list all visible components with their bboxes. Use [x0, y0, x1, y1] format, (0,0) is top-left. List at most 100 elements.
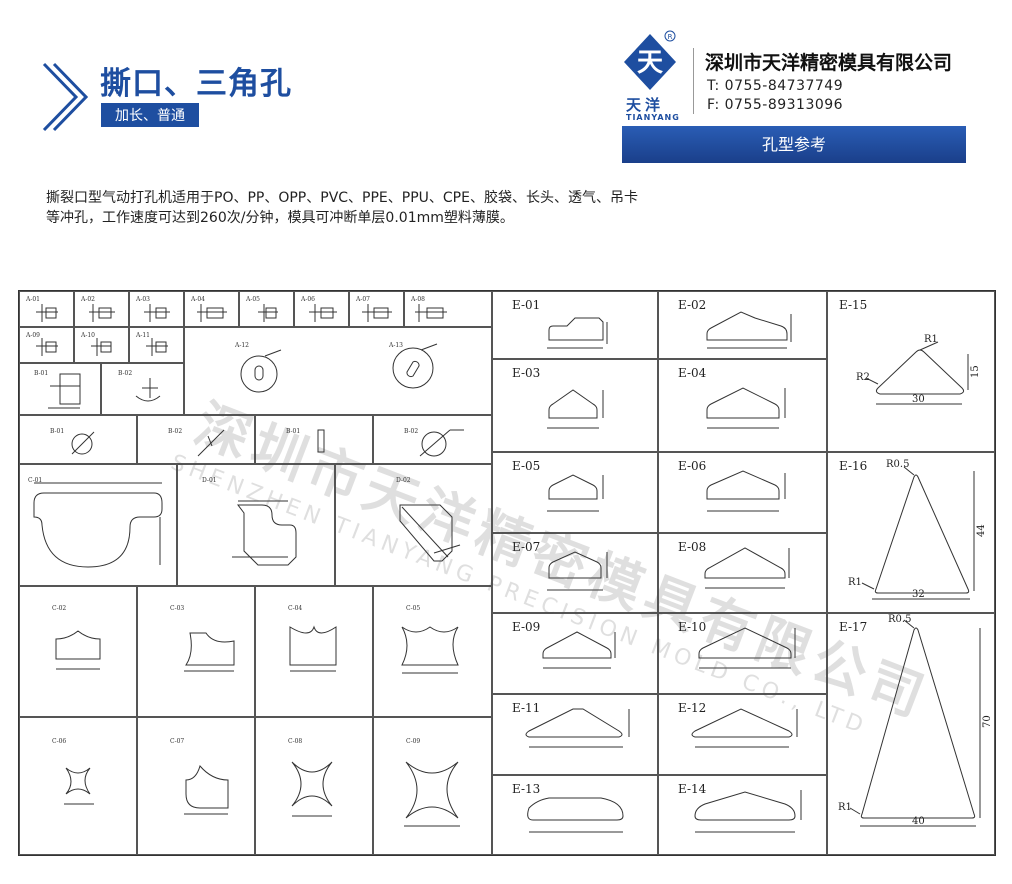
- cell-a-08: A-08: [404, 291, 492, 327]
- b-03-drawing: [71, 431, 95, 455]
- cell-label: E-07: [512, 540, 541, 554]
- e-07-drawing: [547, 551, 608, 591]
- cell-e-10: E-10: [658, 613, 827, 694]
- e-15-r-top: R1: [924, 334, 938, 345]
- e-15-width: 30: [912, 394, 925, 405]
- a-02-drawing: [89, 304, 115, 322]
- cell-label: E-15: [839, 298, 868, 312]
- cell-a-07: A-07: [349, 291, 404, 327]
- cell-label: A-11: [136, 332, 150, 339]
- e-04-drawing: [706, 387, 786, 429]
- cell-e-05: E-05: [492, 452, 658, 533]
- b-05-drawing: [317, 429, 325, 453]
- cell-a-12-13: A-12 A-13: [184, 327, 492, 415]
- e-13-drawing: [527, 797, 624, 833]
- e-02-drawing: [706, 311, 792, 349]
- cell-label: C-07: [170, 738, 185, 745]
- hole-type-sheet: A-01 A-02 A-03 A-04 A-05 A-06 A-07 A-08 …: [18, 290, 996, 856]
- c-07-drawing: [184, 764, 229, 815]
- cell-label: E-08: [678, 540, 707, 554]
- cell-label: C-01: [28, 477, 43, 484]
- cell-e-11: E-11: [492, 694, 658, 775]
- cell-label: A-03: [136, 296, 150, 303]
- cell-label: A-04: [191, 296, 205, 303]
- b-04-drawing: [197, 429, 225, 457]
- cell-b-01: B-01: [19, 363, 101, 415]
- cell-c-08: C-08: [255, 717, 373, 855]
- svg-text:R: R: [668, 33, 673, 41]
- d-02-drawing: [399, 504, 461, 562]
- c-09-drawing: [404, 761, 460, 827]
- fax-number: F: 0755-89313096: [707, 97, 844, 113]
- cell-label: A-06: [301, 296, 315, 303]
- page-title: 撕口、三角孔: [100, 66, 292, 102]
- a-04-drawing: [197, 304, 227, 322]
- cell-label: C-09: [406, 738, 421, 745]
- cell-label: A-09: [26, 332, 40, 339]
- cell-label: B-01: [34, 370, 49, 377]
- cell-a-02: A-02: [74, 291, 129, 327]
- cell-e-13: E-13: [492, 775, 658, 855]
- cell-b-02: B-02: [101, 363, 184, 415]
- cell-label: E-04: [678, 366, 707, 380]
- cell-label: E-02: [678, 298, 707, 312]
- cell-label: C-02: [52, 605, 67, 612]
- cell-label: A-01: [26, 296, 40, 303]
- cell-e-17: E-17 R0.5 R1 70 40: [827, 613, 995, 855]
- cell-e-04: E-04: [658, 359, 827, 452]
- cell-c-03: C-03: [137, 586, 255, 717]
- e-16-r-top: R0.5: [886, 459, 909, 470]
- cell-label: A-10: [81, 332, 95, 339]
- a-03-drawing: [144, 304, 170, 322]
- cell-b-05: B-01: [255, 415, 373, 464]
- cell-e-15: E-15 R1 R2 15 30: [827, 291, 995, 452]
- cell-label: E-10: [678, 620, 707, 634]
- cell-label: D-02: [396, 477, 411, 484]
- cell-b-04: B-02: [137, 415, 255, 464]
- header-divider: [693, 48, 694, 114]
- cell-label: E-03: [512, 366, 541, 380]
- cell-label: D-01: [202, 477, 217, 484]
- cell-label: C-04: [288, 605, 303, 612]
- e-15-height: 15: [970, 365, 981, 378]
- cell-a-06: A-06: [294, 291, 349, 327]
- a-08-drawing: [415, 304, 447, 322]
- cell-e-06: E-06: [658, 452, 827, 533]
- e-16-drawing: R0.5 R1 44 32: [848, 459, 987, 600]
- cell-label: E-06: [678, 459, 707, 473]
- logo-text-cn: 天洋: [626, 96, 665, 114]
- chevron-logo-icon: [42, 62, 88, 132]
- e-15-drawing: R1 R2 15 30: [856, 334, 981, 405]
- cell-label: C-05: [406, 605, 421, 612]
- cell-e-08: E-08: [658, 533, 827, 613]
- cell-label: A-08: [411, 296, 425, 303]
- d-01-drawing: [232, 500, 297, 566]
- a-09-drawing: [36, 338, 58, 356]
- cell-a-01: A-01: [19, 291, 74, 327]
- description-line-2: 等冲孔，工作速度可达到260次/分钟，模具可冲断单层0.01mm塑料薄膜。: [46, 210, 514, 226]
- cell-label: B-02: [118, 370, 133, 377]
- cell-label: B-01: [286, 428, 301, 435]
- cell-label: A-05: [246, 296, 260, 303]
- cell-c-07: C-07: [137, 717, 255, 855]
- c-04-drawing: [289, 625, 337, 672]
- c-03-drawing: [184, 632, 235, 672]
- cell-e-09: E-09: [492, 613, 658, 694]
- a-07-drawing: [362, 304, 392, 322]
- e-01-drawing: [547, 317, 608, 349]
- cell-a-05: A-05: [239, 291, 294, 327]
- c-01-drawing: [33, 482, 163, 568]
- section-bar: 孔型参考: [622, 126, 966, 163]
- cell-c-02: C-02: [19, 586, 137, 717]
- e-17-height: 70: [982, 715, 993, 728]
- cell-label: A-02: [81, 296, 95, 303]
- cell-e-03: E-03: [492, 359, 658, 452]
- cell-label: E-01: [512, 298, 541, 312]
- c-06-drawing: [64, 767, 94, 805]
- a-11-drawing: [146, 338, 168, 356]
- cell-a-11: A-11: [129, 327, 184, 363]
- cell-label: C-08: [288, 738, 303, 745]
- subtitle-tag: 加长、普通: [101, 103, 199, 127]
- e-14-drawing: [694, 790, 802, 833]
- e-17-r-top: R0.5: [888, 614, 911, 625]
